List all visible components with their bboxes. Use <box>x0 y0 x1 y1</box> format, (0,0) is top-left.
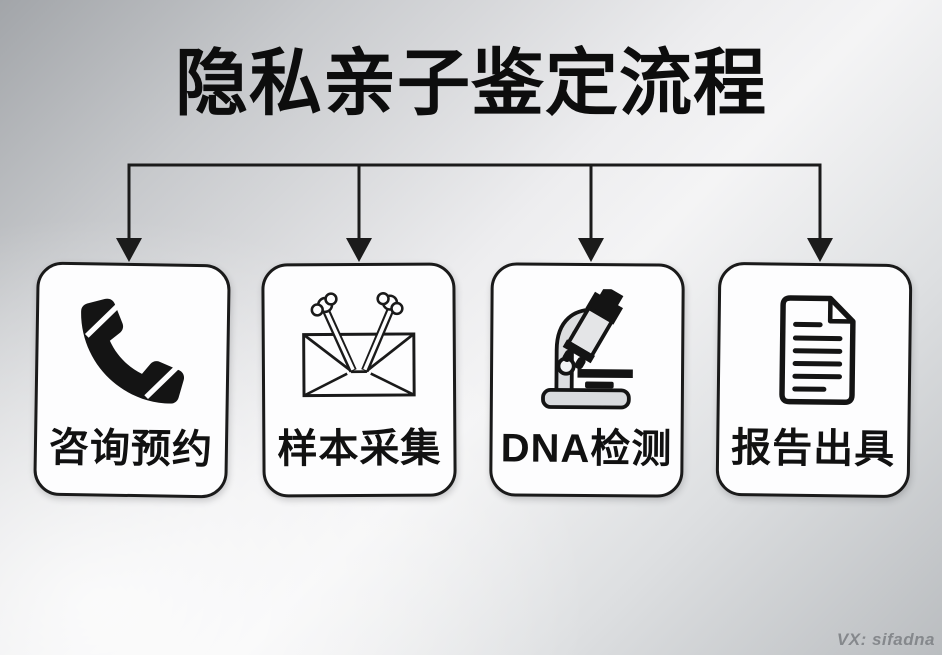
step-label: DNA检测 <box>500 426 673 472</box>
step-card-consultation: 咨询预约 <box>33 261 231 499</box>
report-document-icon <box>764 285 866 416</box>
phone-icon <box>79 285 185 417</box>
step-card-dna-testing: DNA检测 <box>489 262 685 498</box>
step-label: 样本采集 <box>277 426 442 472</box>
arrow-down-icon <box>116 238 833 262</box>
page-title: 隐私亲子鉴定流程 <box>175 43 767 124</box>
watermark: VX: sifadna <box>836 630 935 649</box>
step-label: 报告出具 <box>730 425 896 472</box>
step-card-sample-collection: 样本采集 <box>261 262 457 498</box>
step-label: 咨询预约 <box>48 425 214 473</box>
step-card-report-issuance: 报告出具 <box>715 261 913 499</box>
swab-envelope-icon <box>289 286 428 417</box>
microscope-icon <box>529 286 646 417</box>
